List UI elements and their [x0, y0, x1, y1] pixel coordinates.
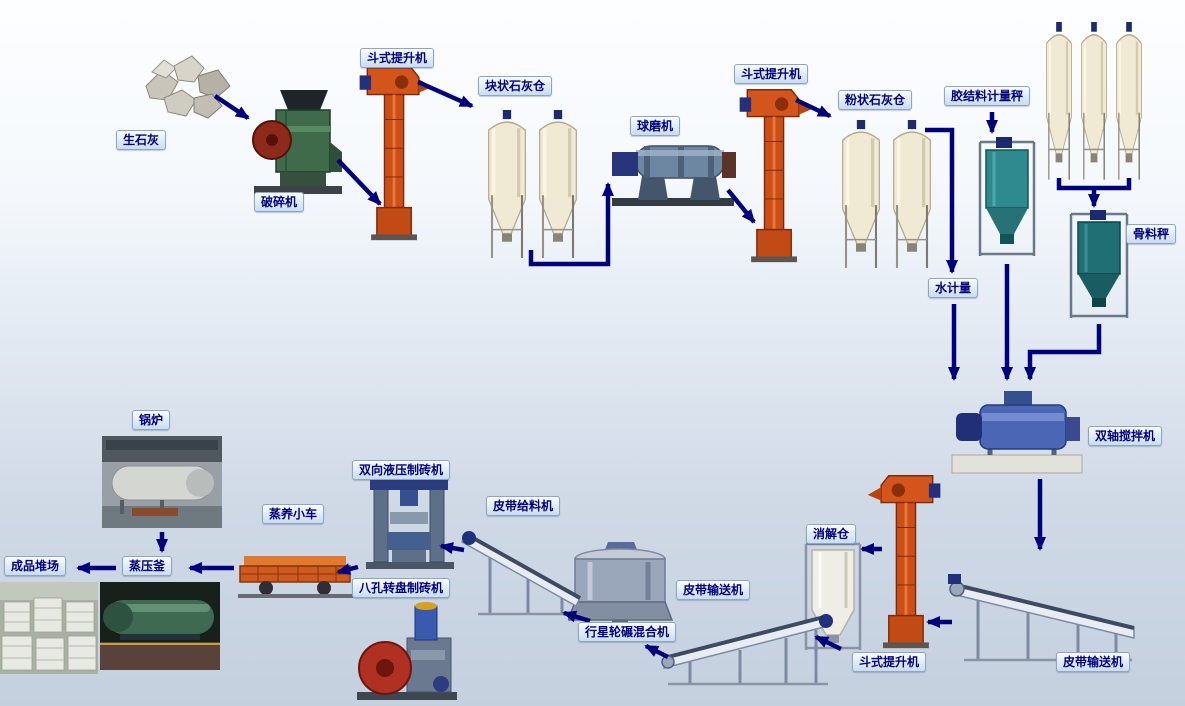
binder-metering-scale-image: [972, 136, 1042, 261]
label-belt-conveyor-right: 皮带输送机: [1056, 652, 1131, 672]
belt-conveyor-right-image: [948, 556, 1138, 666]
rotary-brick-machine-image: [355, 598, 460, 703]
powder-lime-silo-2-image: [887, 120, 937, 272]
label-autoclave: 蒸压釜: [122, 556, 173, 576]
label-finished-product-yard: 成品堆场: [4, 556, 67, 576]
label-digestion-silo: 消解仓: [806, 524, 857, 544]
arrow-aggregate-scale-to-mixer: [1024, 324, 1102, 381]
ball-mill-image: [608, 134, 738, 214]
belt-feeder-image: [460, 522, 585, 622]
label-double-shaft-mixer: 双轴搅拌机: [1088, 426, 1163, 446]
label-powder-lime-silo: 粉状石灰仓: [838, 90, 913, 110]
label-hydraulic-brick-machine: 双向液压制砖机: [352, 460, 451, 480]
label-belt-conveyor-mid: 皮带输送机: [676, 580, 751, 600]
label-lump-lime-silo: 块状石灰仓: [478, 76, 553, 96]
lump-lime-silo-2-image: [533, 110, 583, 262]
steam-curing-cart-image: [238, 548, 353, 603]
label-quicklime: 生石灰: [116, 130, 167, 150]
label-aggregate-scale: 骨料秤: [1126, 224, 1177, 244]
aggregate-scale-image: [1064, 210, 1134, 322]
label-crusher: 破碎机: [254, 192, 305, 212]
label-bucket-elevator-1: 斗式提升机: [360, 48, 435, 68]
label-boiler: 锅炉: [132, 410, 171, 430]
storage-silo-3-image: [1112, 22, 1146, 184]
double-shaft-mixer-image: [950, 383, 1085, 478]
jaw-crusher-image: [250, 82, 345, 197]
lump-lime-silo-1-image: [482, 110, 532, 262]
belt-conveyor-mid-image: [660, 596, 835, 691]
autoclave-photo: [100, 582, 220, 670]
hydraulic-brick-machine-image: [362, 476, 457, 571]
storage-silo-2-image: [1077, 22, 1111, 184]
label-steam-curing-cart: 蒸养小车: [262, 504, 325, 524]
boiler-photo: [102, 436, 222, 528]
bucket-elevator-1-image: [352, 62, 438, 244]
quicklime-pile-image: [138, 48, 238, 128]
label-bucket-elevator-3: 斗式提升机: [852, 652, 927, 672]
label-rotary-brick-machine: 八孔转盘制砖机: [352, 578, 451, 598]
bucket-elevator-3-image: [862, 470, 948, 652]
label-bucket-elevator-2: 斗式提升机: [734, 64, 809, 84]
storage-silo-1-image: [1042, 22, 1076, 184]
planetary-wheel-mixer-image: [568, 540, 673, 630]
label-planetary-wheel-mixer: 行星轮碾混合机: [578, 622, 677, 642]
label-ball-mill: 球磨机: [630, 116, 681, 136]
label-belt-feeder: 皮带给料机: [486, 496, 561, 516]
label-water-metering: 水计量: [928, 278, 979, 298]
bucket-elevator-2-image: [732, 84, 818, 266]
finished-product-yard-photo: [0, 582, 98, 674]
powder-lime-silo-1-image: [836, 120, 886, 272]
label-binder-metering-scale: 胶结料计量秤: [944, 86, 1031, 106]
